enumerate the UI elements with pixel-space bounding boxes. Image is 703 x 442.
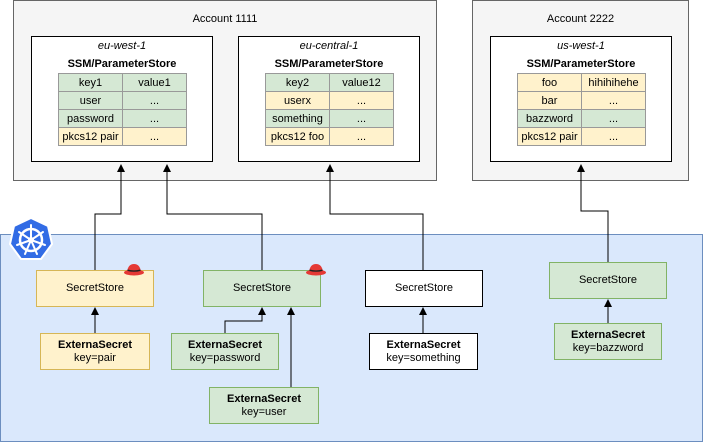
parameter-key: pkcs12 foo [265, 127, 330, 146]
external-secret-user[interactable]: ExternaSecret key=user [209, 387, 319, 424]
parameter-store-title: SSM/ParameterStore [274, 58, 384, 70]
parameter-value: ... [122, 109, 187, 128]
parameter-key: something [265, 109, 330, 128]
parameter-row: password... [58, 109, 187, 128]
secret-store-1[interactable]: SecretStore [36, 270, 154, 307]
parameter-key: bazzword [517, 109, 582, 128]
parameter-row: something... [265, 109, 394, 128]
parameter-row: bazzword... [517, 109, 646, 128]
external-secret-password[interactable]: ExternaSecret key=password [171, 333, 279, 370]
external-secret-key: key=bazzword [572, 341, 644, 354]
external-secret-key: key=pair [74, 351, 116, 364]
parameter-value: ... [122, 91, 187, 110]
secret-store-3[interactable]: SecretStore [365, 270, 483, 307]
external-secret-something[interactable]: ExternaSecret key=something [369, 333, 478, 370]
external-secret-bazzword[interactable]: ExternaSecret key=bazzword [554, 323, 662, 360]
external-secret-title: ExternaSecret [58, 338, 132, 351]
parameter-value: ... [581, 127, 646, 146]
redhat-icon [306, 264, 326, 276]
redhat-icon [124, 264, 144, 276]
account-title: Account 2222 [546, 13, 615, 25]
edge-store1-euwest [94, 164, 125, 270]
parameter-key: bar [517, 91, 582, 110]
parameter-row: pkcs12 pair... [517, 127, 646, 146]
edge-es-password [224, 307, 266, 333]
edge-store3-eucentral [326, 164, 424, 270]
parameter-value: hihihihehe [581, 73, 646, 92]
secret-store-4[interactable]: SecretStore [549, 262, 667, 299]
parameter-value: value1 [122, 73, 187, 92]
parameter-key: pkcs12 pair [58, 127, 123, 146]
parameter-value: ... [581, 91, 646, 110]
parameter-value: ... [122, 127, 187, 146]
secret-store-2[interactable]: SecretStore [203, 270, 321, 307]
parameter-row: pkcs12 foo... [265, 127, 394, 146]
parameter-value: ... [329, 109, 394, 128]
region-name: eu-west-1 [97, 40, 147, 52]
external-secret-title: ExternaSecret [227, 392, 301, 405]
external-secret-key: key=something [386, 351, 461, 364]
parameter-store-title: SSM/ParameterStore [526, 58, 636, 70]
kubernetes-icon [8, 216, 54, 260]
parameter-store-title: SSM/ParameterStore [67, 58, 177, 70]
account-title: Account 1111 [192, 13, 258, 25]
parameter-key: pkcs12 pair [517, 127, 582, 146]
parameter-value: ... [329, 127, 394, 146]
parameter-value: ... [581, 109, 646, 128]
parameter-value: value12 [329, 73, 394, 92]
external-secret-title: ExternaSecret [188, 338, 262, 351]
edge-store2-euwest [163, 164, 263, 270]
external-secret-key: key=password [189, 351, 261, 364]
parameter-row: userx... [265, 91, 394, 110]
external-secret-pair[interactable]: ExternaSecret key=pair [40, 333, 150, 370]
parameter-row: pkcs12 pair... [58, 127, 187, 146]
external-secret-title: ExternaSecret [386, 338, 461, 351]
parameter-row: bar... [517, 91, 646, 110]
parameter-key: user [58, 91, 123, 110]
region-name: us-west-1 [557, 40, 605, 52]
region-name: eu-central-1 [299, 40, 359, 52]
external-secret-title: ExternaSecret [571, 328, 645, 341]
edge-store4-uswest [577, 164, 609, 262]
parameter-key: userx [265, 91, 330, 110]
parameter-row: user... [58, 91, 187, 110]
external-secret-key: key=user [241, 405, 287, 418]
